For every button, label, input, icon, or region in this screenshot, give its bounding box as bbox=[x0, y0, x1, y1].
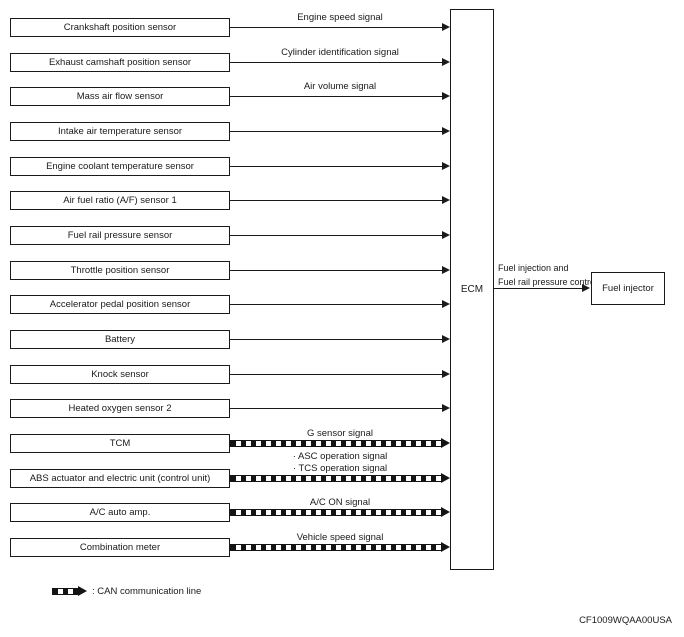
can-dashed-arrow-icon bbox=[52, 588, 80, 595]
sensor-box: Air fuel ratio (A/F) sensor 1 bbox=[10, 191, 230, 210]
legend-label: : CAN communication line bbox=[92, 586, 202, 597]
arrowhead-icon bbox=[442, 127, 450, 135]
sensor-box: Throttle position sensor bbox=[10, 261, 230, 280]
signal-line bbox=[230, 62, 443, 63]
can-line bbox=[230, 544, 443, 551]
sensor-label: Heated oxygen sensor 2 bbox=[68, 402, 172, 414]
sensor-label: Air fuel ratio (A/F) sensor 1 bbox=[63, 194, 177, 206]
can-line bbox=[230, 475, 443, 482]
arrowhead-icon bbox=[442, 266, 450, 274]
output-arrow-line bbox=[494, 288, 582, 289]
signal-label-line: Vehicle speed signal bbox=[296, 532, 384, 543]
signal-label-line: · ASC operation signal bbox=[292, 451, 388, 462]
sensor-box: Mass air flow sensor bbox=[10, 87, 230, 106]
sensor-label: Exhaust camshaft position sensor bbox=[48, 56, 192, 68]
arrowhead-icon bbox=[442, 162, 450, 170]
figure-code: CF1009WQAA00USA bbox=[579, 615, 672, 626]
can-arrowhead-icon bbox=[441, 507, 450, 517]
arrowhead-icon bbox=[442, 231, 450, 239]
signal-line bbox=[230, 235, 443, 236]
sensor-box: Crankshaft position sensor bbox=[10, 18, 230, 37]
sensor-label: Mass air flow sensor bbox=[76, 90, 164, 102]
arrowhead-icon bbox=[442, 58, 450, 66]
sensor-box: Battery bbox=[10, 330, 230, 349]
sensor-label: Battery bbox=[104, 333, 136, 345]
output-control-label-line1: Fuel injection and bbox=[498, 263, 569, 273]
sensor-box: Knock sensor bbox=[10, 365, 230, 384]
sensor-label: Combination meter bbox=[79, 541, 161, 553]
signal-line bbox=[230, 200, 443, 201]
signal-line bbox=[230, 408, 443, 409]
signal-label-line: Air volume signal bbox=[303, 81, 377, 92]
sensor-label: Fuel rail pressure sensor bbox=[67, 229, 173, 241]
can-arrowhead-icon bbox=[441, 542, 450, 552]
can-arrowhead-icon bbox=[441, 438, 450, 448]
signal-label-line: Cylinder identification signal bbox=[281, 47, 399, 58]
arrowhead-icon bbox=[442, 300, 450, 308]
fuel-injector-label: Fuel injector bbox=[602, 283, 654, 294]
sensor-box: Exhaust camshaft position sensor bbox=[10, 53, 230, 72]
signal-label: A/C ON signal bbox=[230, 497, 450, 509]
sensor-label: TCM bbox=[109, 437, 131, 449]
output-control-label-line2: Fuel rail pressure control bbox=[498, 277, 598, 287]
sensor-box: Combination meter bbox=[10, 538, 230, 557]
sensor-label: Accelerator pedal position sensor bbox=[49, 298, 191, 310]
sensor-label: Intake air temperature sensor bbox=[57, 125, 183, 137]
signal-line bbox=[230, 166, 443, 167]
signal-line bbox=[230, 131, 443, 132]
sensor-label: Crankshaft position sensor bbox=[63, 21, 177, 33]
signal-line bbox=[230, 339, 443, 340]
signal-line bbox=[230, 304, 443, 305]
arrowhead-icon bbox=[442, 335, 450, 343]
sensor-box: Accelerator pedal position sensor bbox=[10, 295, 230, 314]
sensor-box: Heated oxygen sensor 2 bbox=[10, 399, 230, 418]
signal-label: · ASC operation signal· TCS operation si… bbox=[230, 451, 450, 475]
sensor-box: Intake air temperature sensor bbox=[10, 122, 230, 141]
sensor-box: A/C auto amp. bbox=[10, 503, 230, 522]
signal-label-line: G sensor signal bbox=[306, 428, 373, 439]
can-line bbox=[230, 440, 443, 447]
output-control-label: Fuel injection and Fuel rail pressure co… bbox=[498, 261, 597, 289]
signal-line bbox=[230, 270, 443, 271]
signal-line bbox=[230, 374, 443, 375]
sensor-label: Knock sensor bbox=[91, 368, 149, 380]
sensor-box: Engine coolant temperature sensor bbox=[10, 157, 230, 176]
fuel-injector-box: Fuel injector bbox=[591, 272, 665, 305]
signal-line bbox=[230, 96, 443, 97]
arrowhead-icon bbox=[442, 23, 450, 31]
signal-label: Vehicle speed signal bbox=[230, 532, 450, 544]
sensor-label: Throttle position sensor bbox=[70, 264, 170, 276]
signal-label-line: A/C ON signal bbox=[309, 497, 371, 508]
signal-label: G sensor signal bbox=[230, 428, 450, 440]
arrowhead-icon bbox=[442, 370, 450, 378]
sensor-box: ABS actuator and electric unit (control … bbox=[10, 469, 230, 488]
ecm-box: ECM bbox=[450, 9, 494, 570]
can-arrowhead-icon bbox=[78, 586, 87, 596]
output-arrowhead-icon bbox=[582, 284, 590, 292]
sensor-box: Fuel rail pressure sensor bbox=[10, 226, 230, 245]
can-arrowhead-icon bbox=[441, 473, 450, 483]
arrowhead-icon bbox=[442, 196, 450, 204]
sensor-box: TCM bbox=[10, 434, 230, 453]
signal-line bbox=[230, 27, 443, 28]
signal-label: Air volume signal bbox=[230, 81, 450, 93]
can-line bbox=[230, 509, 443, 516]
signal-label: Engine speed signal bbox=[230, 12, 450, 24]
sensor-label: Engine coolant temperature sensor bbox=[46, 160, 194, 172]
signal-label-line: Engine speed signal bbox=[297, 12, 383, 23]
sensor-label: ABS actuator and electric unit (control … bbox=[29, 472, 211, 484]
arrowhead-icon bbox=[442, 404, 450, 412]
signal-label: Cylinder identification signal bbox=[230, 47, 450, 59]
signal-label-line: · TCS operation signal bbox=[292, 463, 388, 474]
ecm-label: ECM bbox=[460, 284, 484, 295]
arrowhead-icon bbox=[442, 92, 450, 100]
sensor-label: A/C auto amp. bbox=[89, 506, 151, 518]
